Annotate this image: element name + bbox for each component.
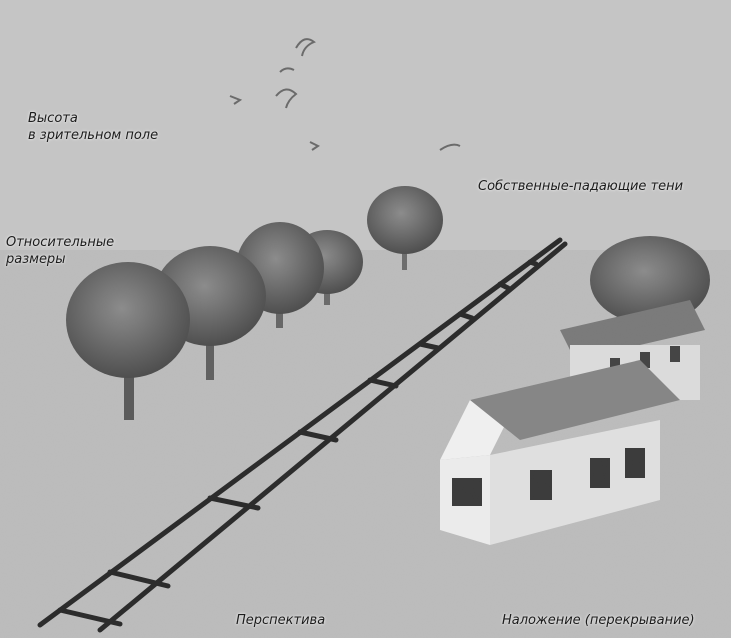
bird-2 [275,88,298,109]
tree-right [590,236,710,324]
tree-far [367,186,443,270]
label-relative-sizes: Относительные размеры [6,234,114,268]
house-front [440,360,680,545]
label-shadows: Собственные-падающие тени [478,179,684,194]
bird-4 [229,95,243,105]
label-height-line1: Высота [28,111,78,126]
label-height-in-field: Высота в зрительном поле [28,110,158,144]
label-perspective: Перспектива [236,613,326,628]
trees [66,186,710,420]
railway-perspective [37,237,568,633]
label-relative-line1: Относительные [6,235,115,250]
bird-5 [309,141,320,151]
bird-3 [279,67,295,73]
label-overlap: Наложение (перекрывание) [502,613,695,628]
tree-nearest [66,262,190,420]
label-relative-line2: размеры [6,252,66,267]
label-height-line2: в зрительном поле [28,128,159,143]
birds [229,38,461,151]
bird-6 [439,143,461,151]
bird-1 [295,38,316,57]
